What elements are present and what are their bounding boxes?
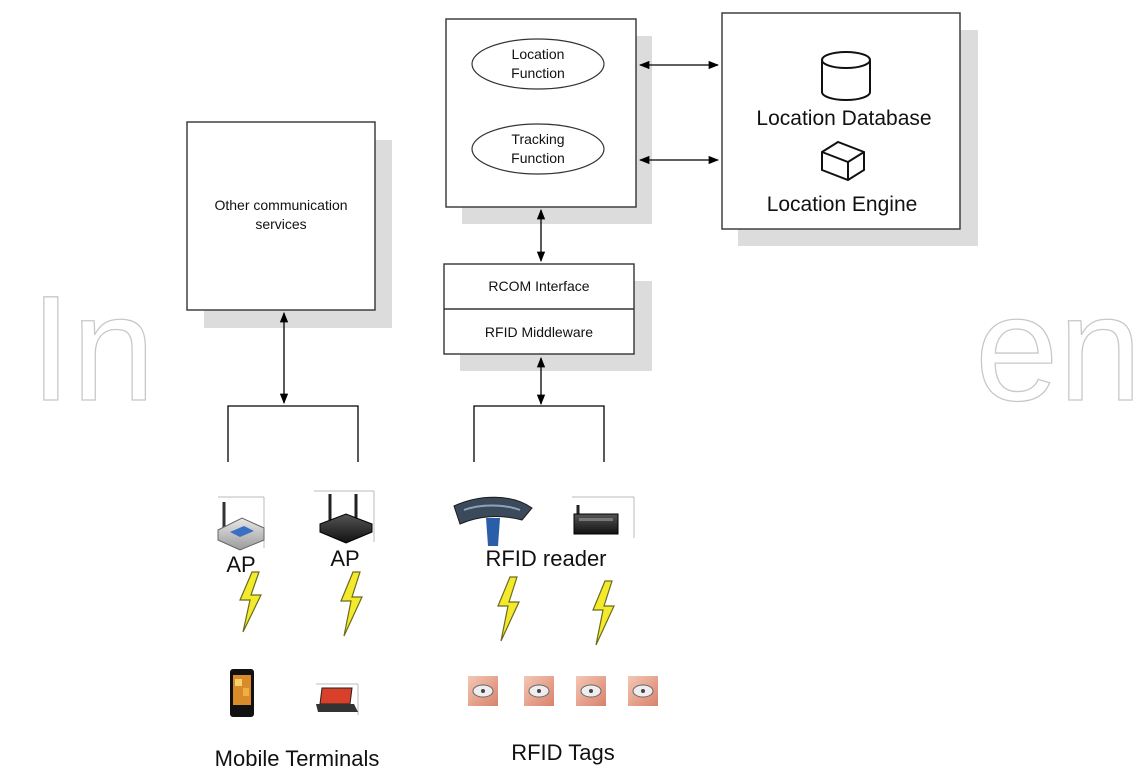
- rfid-tag-icon: [576, 676, 606, 706]
- lightning-icon: [592, 580, 615, 646]
- rfid-reader-icon: [453, 496, 533, 546]
- lightning-icon: [239, 571, 262, 633]
- location-function-label-1: Location: [512, 46, 565, 62]
- ap2-label: AP: [330, 546, 359, 571]
- router-icon: [314, 490, 375, 544]
- location-functions-box: Location Function Tracking Function: [445, 18, 652, 224]
- rfid-tag-icon: [628, 676, 658, 706]
- bracket-readers: [473, 405, 605, 462]
- location-server-box: Location Database Location Engine: [721, 12, 978, 246]
- mobile-phone-icon: [230, 669, 254, 717]
- other-services-box: Other communication services: [186, 121, 392, 328]
- bracket-aps: [227, 405, 359, 462]
- rfid-reader-label: RFID reader: [485, 546, 606, 571]
- lightning-icon: [497, 576, 520, 642]
- other-services-label-2: services: [255, 216, 306, 232]
- tracking-function-label-2: Function: [511, 150, 565, 166]
- rcom-interface-label: RCOM Interface: [488, 278, 589, 294]
- tracking-function-node: [471, 123, 605, 175]
- location-function-node: [471, 38, 605, 90]
- rfid-tag-icon: [468, 676, 498, 706]
- watermark-right: en: [975, 264, 1140, 432]
- database-icon: [821, 51, 871, 101]
- watermark-left: In: [30, 264, 155, 432]
- other-services-label-1: Other communication: [214, 197, 347, 213]
- location-function-label-2: Function: [511, 65, 565, 81]
- access-point-icon: [217, 496, 265, 551]
- mobile-terminals-label: Mobile Terminals: [215, 746, 380, 768]
- ap1-label: AP: [226, 552, 255, 577]
- tracking-function-label-1: Tracking: [511, 131, 564, 147]
- location-database-label: Location Database: [756, 107, 931, 130]
- location-engine-label: Location Engine: [767, 193, 918, 216]
- rfid-middleware-label: RFID Middleware: [485, 324, 593, 340]
- middleware-stack: RCOM Interface RFID Middleware: [443, 263, 652, 371]
- rfid-reader-icon: [572, 496, 635, 538]
- lightning-icon: [340, 571, 363, 637]
- laptop-icon: [316, 683, 359, 715]
- rfid-tags-label: RFID Tags: [511, 740, 615, 765]
- rfid-tag-icon: [524, 676, 554, 706]
- connectors: [227, 60, 720, 462]
- engine-box-icon: [821, 140, 865, 182]
